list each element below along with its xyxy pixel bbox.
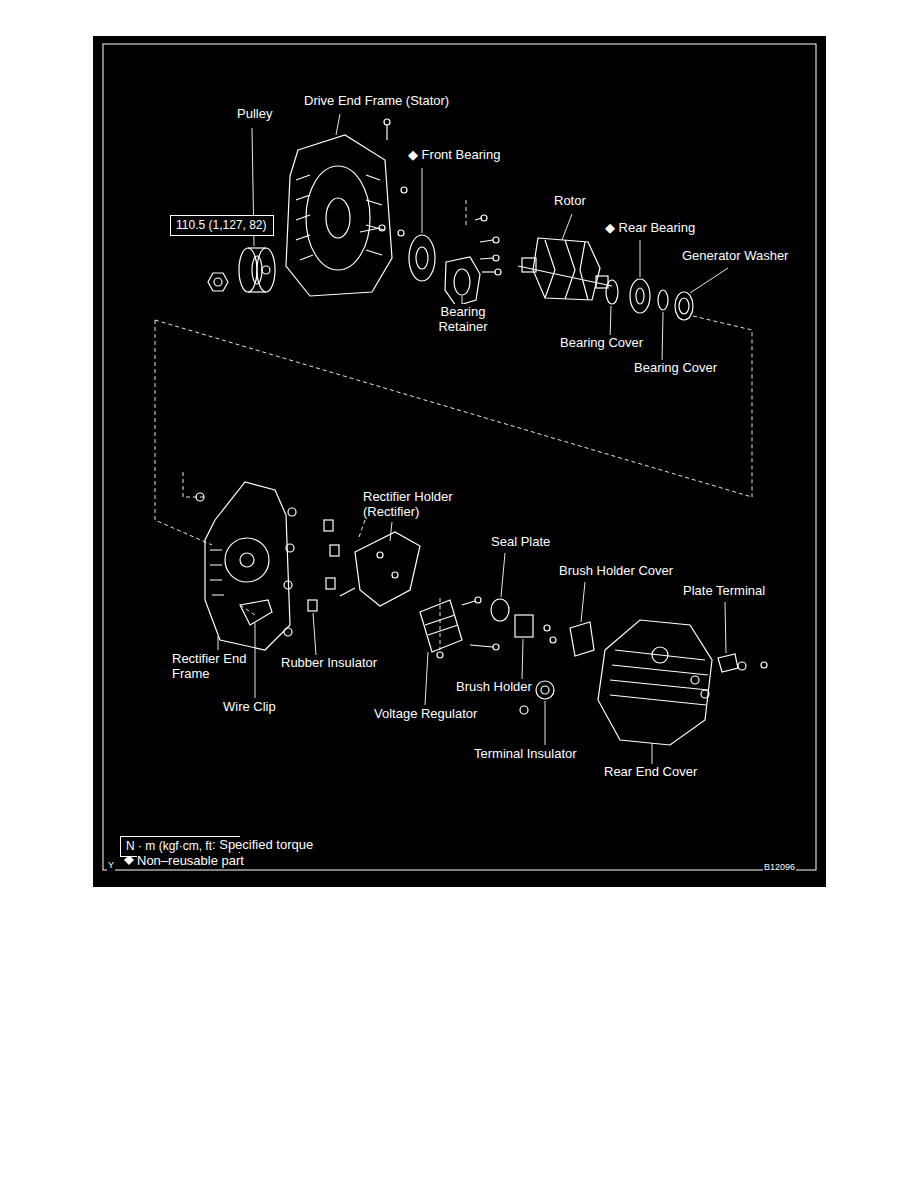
part-label: Brush Holder Cover xyxy=(558,563,674,578)
part-label: Generator Washer xyxy=(681,248,789,263)
rear-end-cover xyxy=(598,620,712,745)
part-label: Pulley xyxy=(236,106,273,121)
front-bearing xyxy=(409,235,435,281)
part-label: Rubber Insulator xyxy=(280,655,378,670)
part-label: Terminal Insulator xyxy=(473,746,578,761)
leader-lines xyxy=(218,114,728,764)
rectifier-end-frame xyxy=(196,482,296,650)
bearing-retainer xyxy=(445,215,501,306)
part-label: Bearing Cover xyxy=(559,335,644,350)
part-label: ◆ Front Bearing xyxy=(407,147,501,162)
part-label: Rectifier End Frame xyxy=(171,651,251,681)
plate-terminal xyxy=(691,654,767,698)
part-label: Rear End Cover xyxy=(603,764,698,779)
pulley-and-nut xyxy=(208,248,275,292)
torque-value: 110.5 (1,127, 82) xyxy=(176,218,268,232)
drive-end-frame xyxy=(286,119,407,296)
part-label: Voltage Regulator xyxy=(373,706,478,721)
assembly-lines xyxy=(155,200,752,650)
torque-box: 110.5 (1,127, 82) xyxy=(170,215,274,236)
legend-text: Non–reusable part xyxy=(137,853,244,868)
part-label: Rectifier Holder (Rectifier) xyxy=(362,489,482,519)
figure-code: B12096 xyxy=(763,862,796,873)
brush-holder xyxy=(515,615,556,643)
part-label: ◆ Rear Bearing xyxy=(604,220,696,235)
rear-bearing-parts xyxy=(606,279,693,320)
part-label: Seal Plate xyxy=(490,534,551,549)
legend-text: : Specified torque xyxy=(212,837,313,852)
rubber-insulators xyxy=(308,520,339,611)
figure-panel xyxy=(93,36,826,887)
part-label: Drive End Frame (Stator) xyxy=(303,93,450,108)
inner-frame xyxy=(103,44,816,870)
brush-holder-cover xyxy=(570,622,594,656)
part-label: Bearing Cover xyxy=(633,360,718,375)
rotor xyxy=(518,238,612,300)
part-label: Brush Holder xyxy=(455,679,533,694)
rectifier-holder xyxy=(340,532,420,606)
figure-code: Y xyxy=(107,860,115,871)
wire-clip xyxy=(240,600,272,625)
part-label: Rotor xyxy=(553,193,587,208)
part-label: Bearing Retainer xyxy=(426,304,500,334)
seal-plate xyxy=(491,599,509,621)
voltage-regulator xyxy=(420,597,499,658)
part-label: Plate Terminal xyxy=(682,583,766,598)
part-label: Wire Clip xyxy=(222,699,277,714)
